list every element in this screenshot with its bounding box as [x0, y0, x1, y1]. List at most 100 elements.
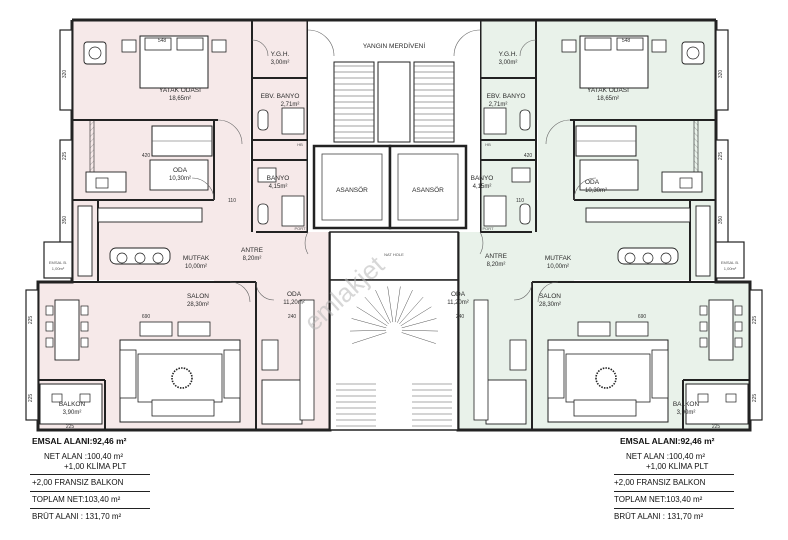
summary-left: EMSAL ALANI:92,46 m² NET ALAN :100,40 m²…	[30, 434, 230, 534]
summary-left-toplam: TOPLAM NET:103,40 m²	[32, 495, 121, 504]
left-mutfak-name: MUTFAK	[183, 255, 210, 262]
right-banyo-area: 4,15m²	[473, 184, 492, 190]
summary-right: EMSAL ALANI:92,46 m² NET ALAN :100,40 m²…	[610, 434, 780, 534]
left-oda-small-area: 10,30m²	[169, 176, 191, 182]
left-balkon-area: 3,90m²	[63, 410, 82, 416]
port-tag-right: PORT	[482, 226, 494, 231]
right-oda-small-name: ODA	[585, 179, 600, 186]
stair-tread	[397, 289, 413, 323]
summary-left-rule-3	[30, 508, 150, 509]
left-side-dim-2: 225	[62, 152, 68, 161]
left-banyo-area: 4,15m²	[269, 184, 288, 190]
left-salon-name: SALON	[187, 293, 209, 300]
right-yatak-area: 18,65m²	[597, 96, 619, 102]
left-ygh-area: 3,00m²	[271, 60, 290, 66]
left-side-dim-3: 350	[62, 216, 68, 225]
right-side-dim-5: 225	[752, 394, 758, 403]
right-ygh-area: 3,00m²	[499, 60, 518, 66]
left-yatak-area: 18,65m²	[169, 96, 191, 102]
left-antre-dim: 110	[228, 198, 236, 204]
right-balkon-name: BALKON	[673, 401, 700, 408]
stair-tread	[375, 289, 391, 323]
right-mutfak-name: MUTFAK	[545, 255, 572, 262]
elevator-left-label: ASANSÖR	[336, 186, 368, 194]
stair-tread	[352, 332, 387, 344]
right-banyo-name: BANYO	[471, 175, 494, 182]
summary-left-brut: BRÜT ALANI : 131,70 m²	[32, 512, 122, 521]
hall-note: NAT HOLE	[384, 252, 404, 257]
stair-tread	[350, 329, 387, 332]
right-balkon-dim: 225	[712, 424, 721, 430]
left-emsal-b-name: EMSAL B.	[49, 260, 67, 265]
right-yatak-dim: 548	[622, 38, 631, 44]
stair-tread	[351, 318, 387, 329]
fire-stair-title: YANGIN MERDİVENİ	[363, 41, 426, 50]
summary-left-emsal: EMSAL ALANI:92,46 m²	[32, 436, 127, 446]
stair-tread	[399, 296, 424, 325]
summary-left-klima: +1,00 KLİMA PLT	[64, 462, 127, 471]
left-emsal-b-area: 1,00m²	[52, 266, 65, 271]
stair-tread	[394, 286, 401, 323]
left-antre-name: ANTRE	[241, 247, 264, 254]
right-yatak-name: YATAK ODASI	[587, 87, 629, 94]
left-salon-area: 28,30m²	[187, 302, 209, 308]
right-emsal-b-area: 1,00m²	[724, 266, 737, 271]
summary-right-toplam: TOPLAM NET:103,40 m²	[614, 495, 703, 504]
left-oda-small-name: ODA	[173, 167, 188, 174]
summary-right-emsal: EMSAL ALANI:92,46 m²	[620, 436, 715, 446]
right-antre-dim: 110	[516, 198, 524, 204]
stair-tread	[387, 286, 394, 323]
summary-right-rule-1	[614, 474, 734, 475]
right-salon-area: 28,30m²	[539, 302, 561, 308]
left-balkon-dim: 225	[66, 424, 75, 430]
left-ygh-name: Y.G.H.	[271, 51, 290, 58]
right-side-dim-3: 350	[718, 216, 724, 225]
summary-right-net: NET ALAN :100,40 m²	[626, 452, 705, 461]
right-salon-dim: 690	[638, 314, 647, 320]
right-antre-name: ANTRE	[485, 253, 508, 260]
right-ygh-name: Y.G.H.	[499, 51, 518, 58]
left-salon-dim: 690	[142, 314, 151, 320]
stair-tread	[401, 332, 436, 344]
right-salon-name: SALON	[539, 293, 561, 300]
left-yatak-dim: 548	[158, 38, 167, 44]
right-antre-area: 8,20m²	[487, 262, 506, 268]
summary-left-balkon: +2,00 FRANSIZ BALKON	[32, 478, 124, 487]
elevator-right	[388, 144, 468, 230]
stair-tread	[364, 296, 389, 325]
left-yatak-name: YATAK ODASI	[159, 87, 201, 94]
stair-tread	[401, 318, 437, 329]
left-mutfak-area: 10,00m²	[185, 264, 207, 270]
left-unit	[25, 18, 332, 432]
left-side-dim-1: 320	[62, 70, 68, 79]
elevator-left	[312, 144, 392, 230]
right-oda-small-dim: 420	[524, 153, 533, 159]
stair-tread	[356, 306, 388, 326]
right-side-dim-4: 225	[752, 316, 758, 325]
stair-tread	[401, 329, 438, 332]
shaft-tag-left: HB	[297, 142, 303, 147]
right-mutfak-area: 10,00m²	[547, 264, 569, 270]
left-balkon-name: BALKON	[59, 401, 86, 408]
left-ebv-name: EBV. BANYO	[261, 93, 300, 100]
right-labels: YATAK ODASI 18,65m² 548 Y.G.H. 3,00m² EB…	[447, 38, 758, 430]
summary-right-rule-2	[614, 491, 734, 492]
right-oda-large-area: 11,20m²	[447, 300, 469, 306]
left-side-dim-4: 225	[28, 316, 34, 325]
summary-right-balkon: +2,00 FRANSIZ BALKON	[614, 478, 706, 487]
left-oda-small-dim: 420	[142, 153, 151, 159]
stair-tread	[400, 306, 432, 326]
summary-right-brut: BRÜT ALANI : 131,70 m²	[614, 512, 704, 521]
left-oda-large-area: 11,20m²	[283, 300, 305, 306]
right-emsal-b-name: EMSAL B.	[721, 260, 739, 265]
left-side-dim-5: 225	[28, 394, 34, 403]
right-balkon-area: 3,90m²	[677, 410, 696, 416]
summary-left-net: NET ALAN :100,40 m²	[44, 452, 123, 461]
right-unit	[456, 18, 763, 432]
summary-right-klima: +1,00 KLİMA PLT	[646, 462, 709, 471]
shaft-tag-right: HB	[485, 142, 491, 147]
elevator-right-label: ASANSÖR	[412, 186, 444, 194]
left-antre-area: 8,20m²	[243, 256, 262, 262]
right-oda-large-dim: 240	[456, 314, 465, 320]
